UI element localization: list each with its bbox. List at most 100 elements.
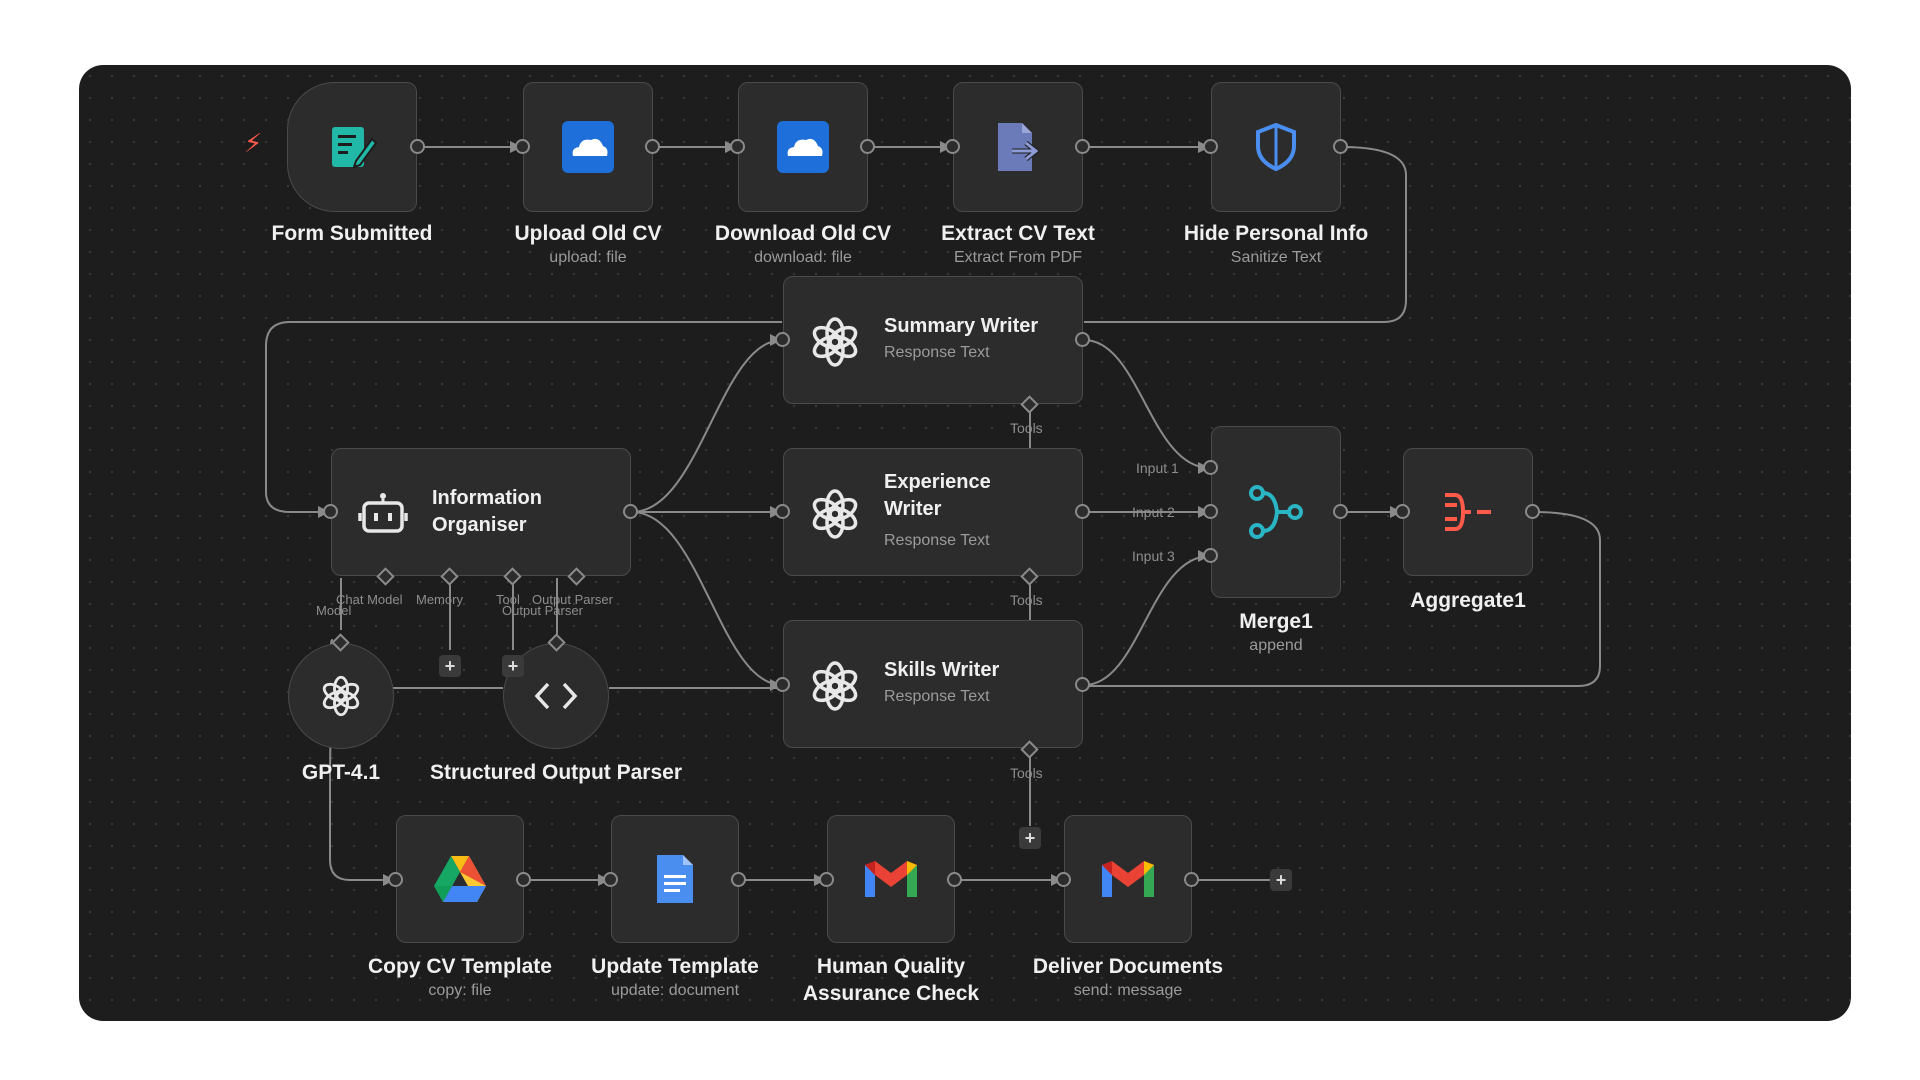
input-port[interactable] [323, 504, 338, 519]
input-port[interactable] [1203, 460, 1218, 475]
node-title: Upload Old CV [514, 222, 662, 245]
node-subtitle: Response Text [884, 688, 990, 705]
aggregate-icon [1441, 489, 1495, 535]
node-subtitle: upload: file [549, 249, 627, 266]
node-title: GPT-4.1 [301, 761, 381, 784]
node-title: Hide Personal Info [1183, 222, 1369, 245]
node-experience-writer[interactable]: Experience Writer Response Text [783, 448, 1083, 576]
node-copy-cv-template[interactable] [396, 815, 524, 943]
caption-extract-cv-text: Extract CV Text Extract From PDF [888, 220, 1148, 269]
node-download-old-cv[interactable] [738, 82, 868, 212]
robot-icon [358, 491, 408, 542]
add-tool-button[interactable]: + [502, 655, 524, 677]
caption-deliver-documents: Deliver Documents send: message [998, 953, 1258, 1002]
tools-port-label: Tools [1010, 420, 1043, 436]
input-port[interactable] [388, 872, 403, 887]
output-port[interactable] [1075, 332, 1090, 347]
node-title: Structured Output Parser [429, 761, 683, 784]
node-title: Deliver Documents [1032, 955, 1224, 978]
file-export-icon [990, 119, 1046, 175]
merge-input-label: Input 2 [1132, 504, 1175, 520]
caption-merge1: Merge1 append [1146, 608, 1406, 657]
add-node-button[interactable]: + [1270, 869, 1292, 891]
form-edit-icon [326, 121, 378, 173]
node-title: Information Organiser [432, 487, 542, 536]
node-form-submitted[interactable] [287, 82, 417, 212]
output-port[interactable] [623, 504, 638, 519]
input-port[interactable] [775, 332, 790, 347]
openai-icon [319, 674, 363, 718]
tools-port-label: Tools [1010, 592, 1043, 608]
node-subtitle: send: message [1073, 982, 1183, 999]
output-port[interactable] [731, 872, 746, 887]
merge-input-label: Input 1 [1136, 460, 1179, 476]
node-information-organiser[interactable]: Information Organiser [331, 448, 631, 576]
output-port[interactable] [1075, 677, 1090, 692]
input-port[interactable] [730, 139, 745, 154]
port-label-memory: Memory [416, 592, 463, 607]
output-port[interactable] [410, 139, 425, 154]
node-title: Merge1 [1239, 610, 1313, 633]
add-memory-button[interactable]: + [439, 655, 461, 677]
caption-form-submitted: Form Submitted [222, 220, 482, 247]
input-port[interactable] [819, 872, 834, 887]
caption-structured-output-parser: Structured Output Parser [426, 759, 686, 786]
caption-gpt41: GPT-4.1 [211, 759, 471, 786]
node-deliver-documents[interactable] [1064, 815, 1192, 943]
input-port[interactable] [945, 139, 960, 154]
output-port[interactable] [516, 872, 531, 887]
input-port[interactable] [1203, 139, 1218, 154]
input-port[interactable] [1395, 504, 1410, 519]
node-title: Experience Writer [884, 471, 991, 520]
output-port[interactable] [1184, 872, 1199, 887]
node-summary-writer[interactable]: Summary Writer Response Text [783, 276, 1083, 404]
node-upload-old-cv[interactable] [523, 82, 653, 212]
caption-hide-personal-info: Hide Personal Info Sanitize Text [1146, 220, 1406, 269]
caption-upload-old-cv: Upload Old CV upload: file [458, 220, 718, 269]
merge-input-label: Input 3 [1132, 548, 1175, 564]
output-port[interactable] [1333, 139, 1348, 154]
node-title: Copy CV Template [368, 955, 552, 978]
node-subtitle: append [1249, 637, 1303, 654]
node-subtitle: Response Text [884, 532, 990, 549]
node-hide-personal-info[interactable] [1211, 82, 1341, 212]
add-tool-button[interactable]: + [1019, 827, 1041, 849]
code-brackets-icon [534, 680, 578, 712]
onedrive-icon [561, 120, 615, 174]
caption-aggregate1: Aggregate1 [1338, 587, 1598, 614]
input-port[interactable] [515, 139, 530, 154]
openai-icon [808, 315, 862, 374]
input-port[interactable] [775, 504, 790, 519]
node-human-qa[interactable] [827, 815, 955, 943]
gmail-icon [863, 857, 919, 901]
node-update-template[interactable] [611, 815, 739, 943]
node-subtitle: Extract From PDF [953, 249, 1082, 266]
caption-update-template: Update Template update: document [545, 953, 805, 1002]
node-title: Update Template [591, 955, 759, 978]
input-port[interactable] [1203, 548, 1218, 563]
onedrive-icon [776, 120, 830, 174]
output-port[interactable] [1075, 504, 1090, 519]
output-port[interactable] [1075, 139, 1090, 154]
input-port[interactable] [603, 872, 618, 887]
google-docs-icon [655, 853, 695, 905]
output-port[interactable] [1525, 504, 1540, 519]
node-skills-writer[interactable]: Skills Writer Response Text [783, 620, 1083, 748]
node-extract-cv-text[interactable] [953, 82, 1083, 212]
node-merge1[interactable] [1211, 426, 1341, 598]
node-gpt41[interactable] [288, 643, 394, 749]
shield-icon [1250, 121, 1302, 173]
port-label-output-parser-2: Output Parser [502, 603, 583, 618]
node-subtitle: Response Text [884, 344, 990, 361]
input-port[interactable] [1056, 872, 1071, 887]
node-title: Download Old CV [714, 222, 892, 245]
node-aggregate1[interactable] [1403, 448, 1533, 576]
output-port[interactable] [645, 139, 660, 154]
input-port[interactable] [1203, 504, 1218, 519]
input-port[interactable] [775, 677, 790, 692]
output-port[interactable] [860, 139, 875, 154]
output-port[interactable] [1333, 504, 1348, 519]
output-port[interactable] [947, 872, 962, 887]
node-title: Human Quality Assurance Check [802, 955, 980, 1005]
caption-download-old-cv: Download Old CV download: file [673, 220, 933, 269]
